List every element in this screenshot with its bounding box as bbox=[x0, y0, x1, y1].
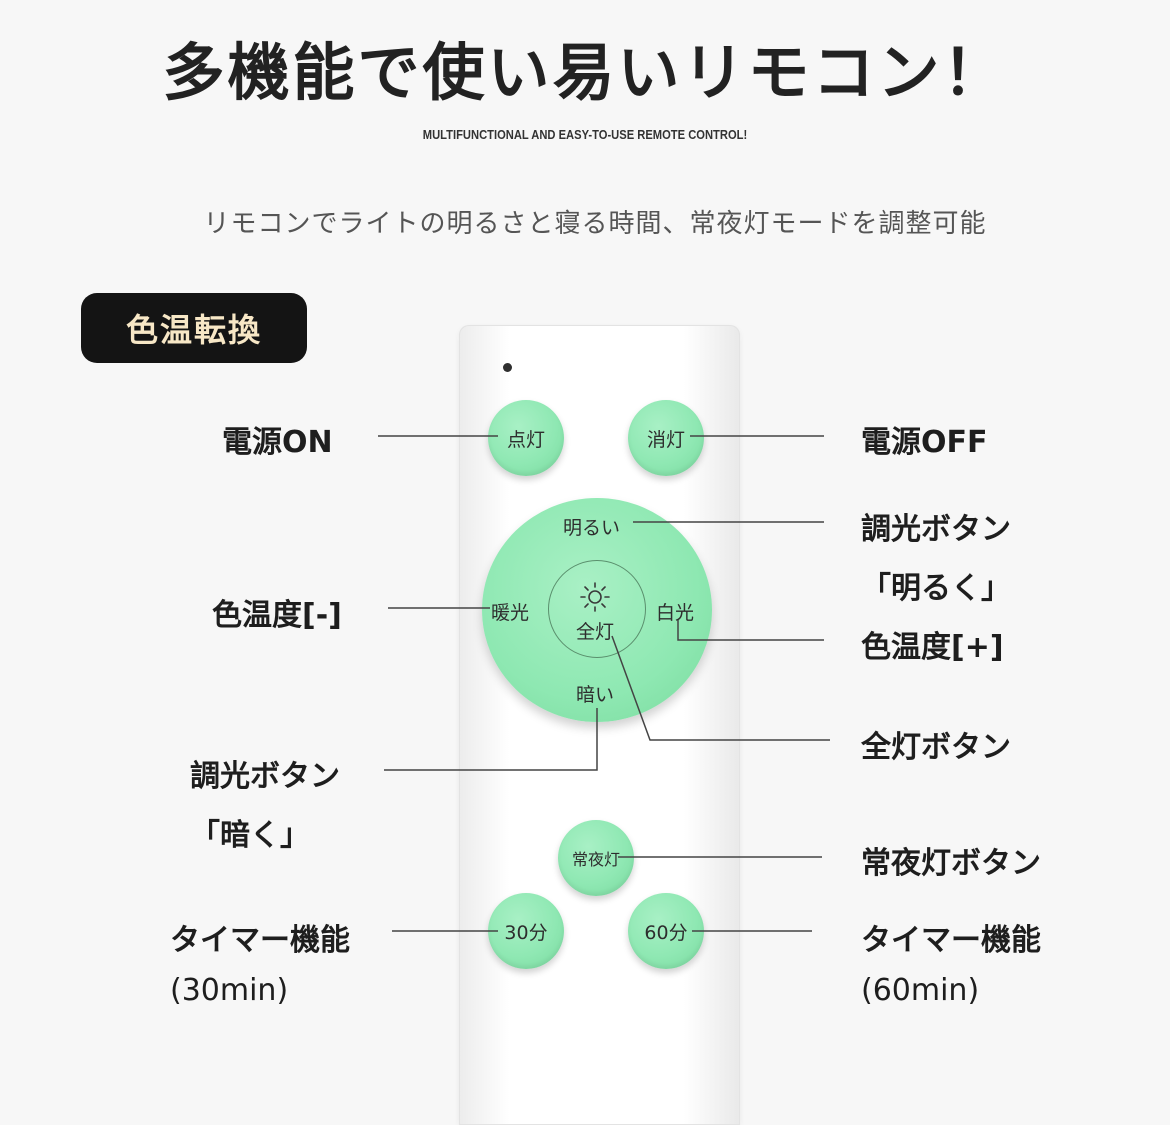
callout-night-light: 常夜灯ボタン bbox=[861, 846, 1041, 881]
warm-light-label[interactable]: 暖光 bbox=[491, 602, 530, 624]
brighter-label[interactable]: 明るい bbox=[563, 517, 621, 539]
page-subtitle: MULTIFUNCTIONAL AND EASY-TO-USE REMOTE C… bbox=[422, 127, 748, 142]
color-temperature-badge: 色温転換 bbox=[81, 293, 307, 363]
power-off-button[interactable]: 消灯 bbox=[628, 400, 704, 476]
timer-60-button[interactable]: 60分 bbox=[628, 893, 704, 969]
callout-power-on: 電源ON bbox=[222, 425, 333, 460]
callout-brighter-title: 調光ボタン bbox=[861, 512, 1011, 547]
callout-power-off: 電源OFF bbox=[861, 425, 988, 460]
callout-line-dimmer bbox=[384, 708, 598, 771]
page-description: リモコンでライトの明るさと寝る時間、常夜灯モードを調整可能 bbox=[203, 209, 987, 239]
white-light-label[interactable]: 白光 bbox=[656, 602, 695, 624]
callout-timer-30-sub: (30min) bbox=[170, 973, 289, 1008]
timer-30-button[interactable]: 30分 bbox=[488, 893, 564, 969]
indicator-led bbox=[503, 363, 512, 372]
callout-all-light: 全灯ボタン bbox=[861, 730, 1011, 765]
all-light-center-button[interactable] bbox=[548, 560, 646, 658]
all-light-label[interactable]: 全灯 bbox=[576, 621, 615, 643]
callout-timer-30-title: タイマー機能 bbox=[170, 923, 350, 958]
callout-temp-plus: 色温度[+] bbox=[861, 630, 1004, 665]
callout-timer-60-title: タイマー機能 bbox=[861, 923, 1041, 958]
callout-dimmer-title: 調光ボタン bbox=[190, 759, 340, 794]
callout-temp-minus: 色温度[-] bbox=[212, 598, 342, 633]
dimmer-label[interactable]: 暗い bbox=[576, 684, 615, 706]
callout-line-temp-plus bbox=[677, 620, 824, 641]
power-on-button[interactable]: 点灯 bbox=[488, 400, 564, 476]
page-title: 多機能で使い易いリモコン！ bbox=[162, 36, 1008, 109]
callout-dimmer-sub: 「暗く」 bbox=[190, 818, 310, 853]
sun-icon bbox=[580, 582, 610, 612]
night-light-button[interactable]: 常夜灯 bbox=[558, 820, 634, 896]
callout-line-all-light bbox=[611, 635, 830, 741]
callout-brighter-sub: 「明るく」 bbox=[861, 571, 1011, 606]
callout-timer-60-sub: (60min) bbox=[861, 973, 980, 1008]
